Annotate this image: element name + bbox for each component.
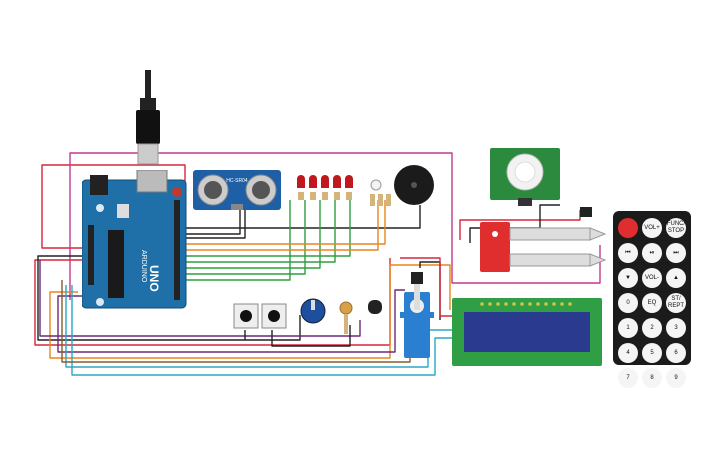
wire-orange-1[interactable] xyxy=(180,200,386,245)
remote-button-vol-down[interactable]: VOL- xyxy=(642,268,662,288)
wire-black-bottom[interactable] xyxy=(37,255,301,341)
remote-button-digit-6[interactable]: 6 xyxy=(666,343,686,363)
push-button-2[interactable] xyxy=(260,302,288,332)
ultrasonic-label: HC-SR04 xyxy=(226,178,248,184)
wire-black-btn[interactable] xyxy=(271,325,351,347)
photoresistor[interactable] xyxy=(338,300,354,336)
remote-button-prev[interactable]: ⏮ xyxy=(618,243,638,263)
wire-teal-2[interactable] xyxy=(65,285,452,368)
remote-button-digit-7[interactable]: 7 xyxy=(618,368,638,388)
wire-red-lcd[interactable] xyxy=(400,257,452,317)
soil-moisture-sensor[interactable] xyxy=(470,222,610,274)
push-button-1[interactable] xyxy=(232,302,260,332)
remote-button-digit-0[interactable]: 0 xyxy=(618,293,638,313)
remote-button-digit-3[interactable]: 3 xyxy=(666,318,686,338)
remote-button-st-rept[interactable]: ST/ REPT xyxy=(666,293,686,313)
wire-green-1[interactable] xyxy=(180,200,336,263)
wire-green-4[interactable] xyxy=(180,200,291,281)
pir-sensor[interactable] xyxy=(490,148,562,208)
wire-teal-1[interactable] xyxy=(71,285,452,376)
remote-button-up[interactable]: ▲ xyxy=(666,268,686,288)
remote-button-digit-1[interactable]: 1 xyxy=(618,318,638,338)
arduino-model: UNO xyxy=(147,265,161,292)
remote-button-next[interactable]: ⏭ xyxy=(666,243,686,263)
wire-purple-2[interactable] xyxy=(39,260,361,337)
wire-green-3[interactable] xyxy=(180,200,306,275)
remote-button-func-stop[interactable]: FUNC/ STOP xyxy=(666,218,686,238)
ultrasonic-sensor[interactable]: HC-SR04 xyxy=(193,170,281,212)
wire-black-us-2[interactable] xyxy=(180,210,241,235)
remote-button-eq[interactable]: EQ xyxy=(642,293,662,313)
rgb-led[interactable] xyxy=(366,178,392,208)
lcd-display[interactable] xyxy=(452,298,602,368)
remote-button-play-pause[interactable]: ⏯ xyxy=(642,243,662,263)
remote-button-power[interactable] xyxy=(618,218,638,238)
wire-green-5[interactable] xyxy=(180,200,351,257)
temperature-sensor[interactable] xyxy=(366,298,384,318)
wire-green-2[interactable] xyxy=(180,200,321,269)
arduino-board[interactable]: ARDUINO UNO xyxy=(82,170,190,310)
servo-motor[interactable] xyxy=(400,272,434,364)
remote-button-digit-8[interactable]: 8 xyxy=(642,368,662,388)
led-row[interactable] xyxy=(296,172,358,206)
piezo-buzzer[interactable] xyxy=(392,163,436,207)
wire-orange-lcd[interactable] xyxy=(49,264,451,359)
wire-orange-2[interactable] xyxy=(180,200,379,251)
wire-pink-top[interactable] xyxy=(69,152,601,300)
ir-receiver[interactable] xyxy=(578,205,594,219)
arduino-brand: ARDUINO xyxy=(140,250,147,283)
usb-cable xyxy=(136,70,160,165)
remote-button-down[interactable]: ▼ xyxy=(618,268,638,288)
potentiometer[interactable] xyxy=(298,296,328,326)
remote-button-digit-4[interactable]: 4 xyxy=(618,343,638,363)
wire-black-main[interactable] xyxy=(180,205,421,229)
remote-button-digit-9[interactable]: 9 xyxy=(666,368,686,388)
remote-button-digit-2[interactable]: 2 xyxy=(642,318,662,338)
wire-black-us[interactable] xyxy=(180,210,246,239)
remote-button-vol-up[interactable]: VOL+ xyxy=(642,218,662,238)
remote-button-digit-5[interactable]: 5 xyxy=(642,343,662,363)
